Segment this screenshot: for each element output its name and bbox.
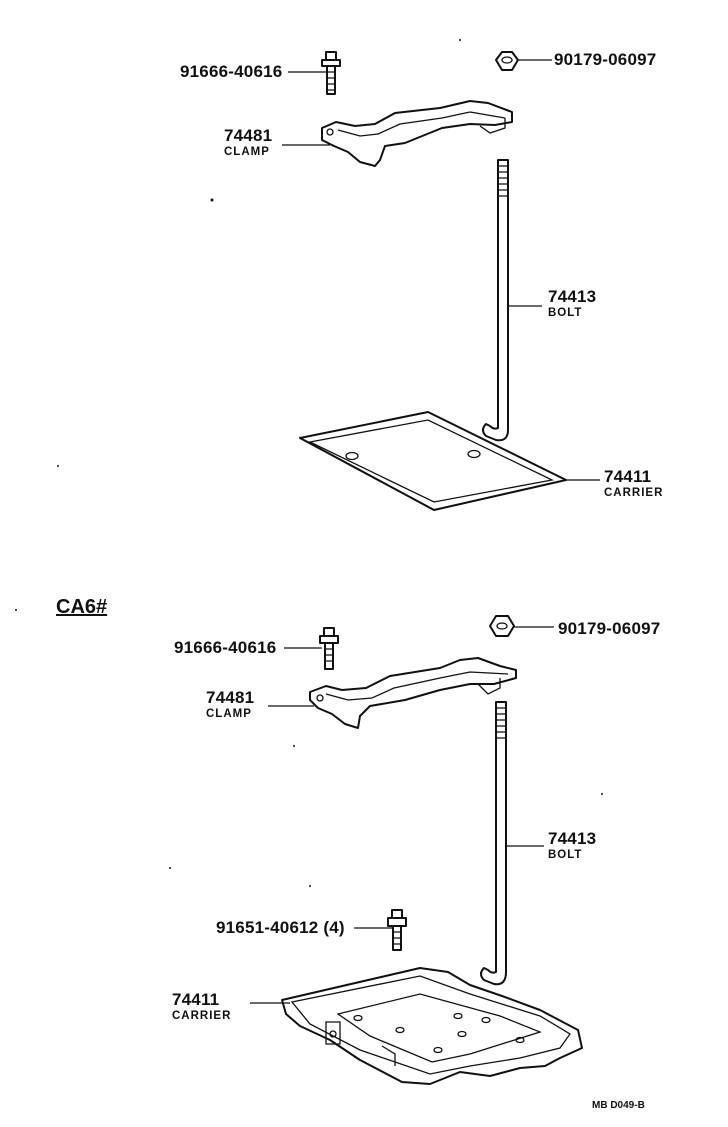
upper-clamp-partno: 74481 bbox=[224, 126, 273, 145]
upper-clamp-name: CLAMP bbox=[224, 146, 270, 158]
upper-long-bolt-icon bbox=[482, 159, 509, 442]
lower-clamp-icon bbox=[309, 657, 517, 729]
lower-carrier-bolt-icon bbox=[387, 909, 407, 951]
lower-small-bolt-icon bbox=[319, 627, 339, 670]
lower-long-bolt-name: BOLT bbox=[548, 849, 583, 861]
upper-carrier-icon bbox=[299, 411, 567, 511]
footer-code: MB D049-B bbox=[592, 1100, 645, 1111]
lower-carrier-icon bbox=[281, 967, 583, 1085]
upper-nut-partno: 90179-06097 bbox=[554, 50, 657, 69]
lower-carrier-name: CARRIER bbox=[172, 1010, 232, 1022]
upper-small-bolt-icon bbox=[321, 51, 341, 95]
lower-long-bolt-icon bbox=[480, 701, 507, 986]
upper-long-bolt-name: BOLT bbox=[548, 307, 583, 319]
upper-long-bolt-partno: 74413 bbox=[548, 287, 597, 306]
lower-nut-partno: 90179-06097 bbox=[558, 619, 661, 638]
lower-small-bolt-partno: 91666-40616 bbox=[174, 638, 277, 657]
lower-clamp-name: CLAMP bbox=[206, 708, 252, 720]
upper-nut-icon bbox=[495, 51, 519, 71]
section-label: CA6# bbox=[56, 596, 108, 618]
lower-clamp-partno: 74481 bbox=[206, 688, 255, 707]
upper-clamp-icon bbox=[321, 100, 513, 167]
lower-carrier-partno: 74411 bbox=[172, 990, 220, 1009]
lower-carrier-bolt-partno: 91651-40612 (4) bbox=[216, 918, 345, 937]
lower-long-bolt-partno: 74413 bbox=[548, 829, 597, 848]
upper-carrier-partno: 74411 bbox=[604, 467, 652, 486]
lower-nut-icon bbox=[489, 615, 515, 637]
upper-carrier-name: CARRIER bbox=[604, 487, 664, 499]
upper-small-bolt-partno: 91666-40616 bbox=[180, 62, 283, 81]
